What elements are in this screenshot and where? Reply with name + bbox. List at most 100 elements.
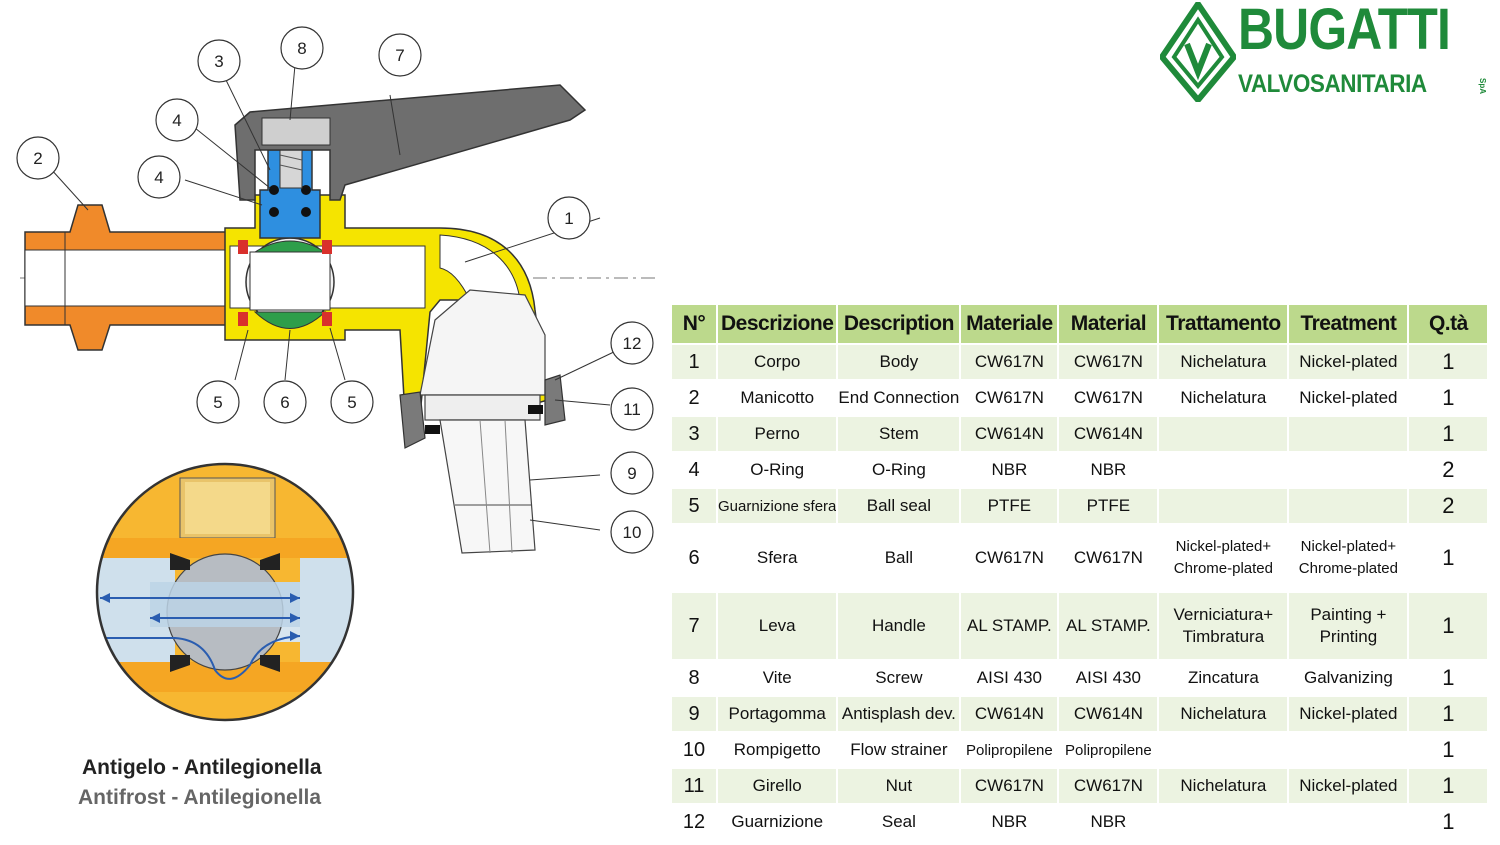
header-trattamento: Trattamento bbox=[1158, 305, 1290, 345]
brand-logo: BUGATTI VALVOSANITARIA SpA bbox=[1158, 0, 1500, 112]
cell-number: 5 bbox=[672, 488, 718, 525]
cell-treatment: Nickel-plated bbox=[1288, 344, 1410, 381]
cell-number: 9 bbox=[672, 696, 718, 733]
table-row: 1 Corpo Body CW617N CW617N Nichelatura N… bbox=[672, 344, 1490, 381]
cell-treatment: Painting + Printing bbox=[1288, 592, 1410, 661]
table-row: 11 Girello Nut CW617N CW617N Nichelatura… bbox=[672, 768, 1490, 805]
cell-descrizione: Girello bbox=[717, 768, 839, 805]
parts-table: N° Descrizione Description Materiale Mat… bbox=[672, 305, 1490, 841]
ball-seal-right-lower bbox=[322, 312, 332, 326]
cell-description: Screw bbox=[837, 660, 962, 697]
cell-materiale: CW617N bbox=[960, 344, 1060, 381]
callout-1: 1 bbox=[564, 209, 573, 228]
cell-descrizione: Leva bbox=[717, 592, 839, 661]
table-row: 6 Sfera Ball CW617N CW617N Nickel-plated… bbox=[672, 524, 1490, 593]
cell-trattamento: Zincatura bbox=[1158, 660, 1290, 697]
brand-suffix: SpA bbox=[1478, 78, 1487, 94]
cell-description: Antisplash dev. bbox=[837, 696, 962, 733]
callout-labels: 1 2 3 4 4 5 6 5 7 8 9 10 11 12 bbox=[33, 39, 641, 542]
cell-material: AL STAMP. bbox=[1058, 592, 1160, 661]
table-row: 4 O-Ring O-Ring NBR NBR 2 bbox=[672, 452, 1490, 489]
cell-number: 10 bbox=[672, 732, 718, 769]
cell-material: Polipropilene bbox=[1058, 732, 1160, 769]
cell-quantity: 1 bbox=[1408, 344, 1490, 381]
cell-descrizione: Guarnizione bbox=[717, 804, 839, 841]
cell-material: AISI 430 bbox=[1058, 660, 1160, 697]
cell-materiale: CW617N bbox=[960, 524, 1060, 593]
callout-4b: 4 bbox=[154, 168, 163, 187]
header-treatment: Treatment bbox=[1288, 305, 1410, 345]
cell-description: Ball bbox=[837, 524, 962, 593]
cell-treatment: Nickel-plated bbox=[1288, 380, 1410, 417]
cell-number: 6 bbox=[672, 524, 718, 593]
callout-3: 3 bbox=[214, 52, 223, 71]
nut-part bbox=[399, 374, 566, 449]
cell-trattamento: Verniciatura+ Timbratura bbox=[1158, 592, 1290, 661]
cell-treatment: Nickel-plated+ Chrome-plated bbox=[1288, 524, 1410, 593]
cell-materiale: CW617N bbox=[960, 768, 1060, 805]
cell-treatment bbox=[1288, 452, 1410, 489]
caption-italian: Antigelo - Antilegionella bbox=[82, 756, 322, 779]
cell-materiale: NBR bbox=[960, 804, 1060, 841]
cell-descrizione: Guarnizione sfera bbox=[717, 488, 839, 525]
cell-description: O-Ring bbox=[837, 452, 962, 489]
callout-2: 2 bbox=[33, 149, 42, 168]
callout-8: 8 bbox=[297, 39, 306, 58]
cell-trattamento: Nichelatura bbox=[1158, 380, 1290, 417]
table-row: 10 Rompigetto Flow strainer Polipropilen… bbox=[672, 732, 1490, 769]
cell-quantity: 1 bbox=[1408, 524, 1490, 593]
cell-treatment: Nickel-plated bbox=[1288, 696, 1410, 733]
callout-11: 11 bbox=[623, 400, 641, 419]
callout-circles bbox=[16, 26, 654, 554]
table-row: 7 Leva Handle AL STAMP. AL STAMP. Vernic… bbox=[672, 592, 1490, 661]
cell-treatment: Galvanizing bbox=[1288, 660, 1410, 697]
callout-9: 9 bbox=[627, 464, 636, 483]
stem-part bbox=[259, 149, 321, 239]
cell-description: Ball seal bbox=[837, 488, 962, 525]
cell-treatment bbox=[1288, 488, 1410, 525]
ball-seal-right bbox=[322, 240, 332, 254]
cell-description: Handle bbox=[837, 592, 962, 661]
table-row: 9 Portagomma Antisplash dev. CW614N CW61… bbox=[672, 696, 1490, 733]
callout-10: 10 bbox=[623, 523, 642, 542]
table-header-row: N° Descrizione Description Materiale Mat… bbox=[672, 305, 1490, 345]
cell-trattamento: Nichelatura bbox=[1158, 768, 1290, 805]
cell-number: 11 bbox=[672, 768, 718, 805]
cell-quantity: 1 bbox=[1408, 416, 1490, 453]
callout-6: 6 bbox=[280, 393, 289, 412]
cell-materiale: CW614N bbox=[960, 696, 1060, 733]
caption-english: Antifrost - Antilegionella bbox=[78, 786, 322, 809]
cell-description: Stem bbox=[837, 416, 962, 453]
brand-name: BUGATTI bbox=[1238, 0, 1451, 62]
cell-material: NBR bbox=[1058, 452, 1160, 489]
brand-subtitle: VALVOSANITARIA bbox=[1238, 70, 1427, 98]
cell-material: CW617N bbox=[1058, 344, 1160, 381]
seal-part-right bbox=[528, 405, 543, 414]
cell-materiale: CW617N bbox=[960, 380, 1060, 417]
cell-trattamento: Nickel-plated+ Chrome-plated bbox=[1158, 524, 1290, 593]
cell-description: Body bbox=[837, 344, 962, 381]
header-materiale: Materiale bbox=[960, 305, 1060, 345]
handle-part bbox=[234, 84, 587, 201]
cell-descrizione: Corpo bbox=[717, 344, 839, 381]
antisplash-part bbox=[419, 289, 546, 554]
table-row: 8 Vite Screw AISI 430 AISI 430 Zincatura… bbox=[672, 660, 1490, 697]
cell-trattamento: Nichelatura bbox=[1158, 344, 1290, 381]
end-connection-part bbox=[24, 204, 236, 351]
cell-number: 12 bbox=[672, 804, 718, 841]
ball-part bbox=[245, 237, 335, 329]
callout-4a: 4 bbox=[172, 111, 181, 130]
callout-5b: 5 bbox=[347, 393, 356, 412]
callout-7: 7 bbox=[395, 46, 404, 65]
cell-material: NBR bbox=[1058, 804, 1160, 841]
cell-material: PTFE bbox=[1058, 488, 1160, 525]
cell-number: 7 bbox=[672, 592, 718, 661]
cell-number: 8 bbox=[672, 660, 718, 697]
ball-seal-left bbox=[238, 240, 248, 254]
callout-12: 12 bbox=[623, 334, 642, 353]
cell-materiale: CW614N bbox=[960, 416, 1060, 453]
antifrost-detail-zoom bbox=[97, 464, 353, 720]
cell-descrizione: Vite bbox=[717, 660, 839, 697]
cell-material: CW614N bbox=[1058, 696, 1160, 733]
cell-quantity: 1 bbox=[1408, 732, 1490, 769]
